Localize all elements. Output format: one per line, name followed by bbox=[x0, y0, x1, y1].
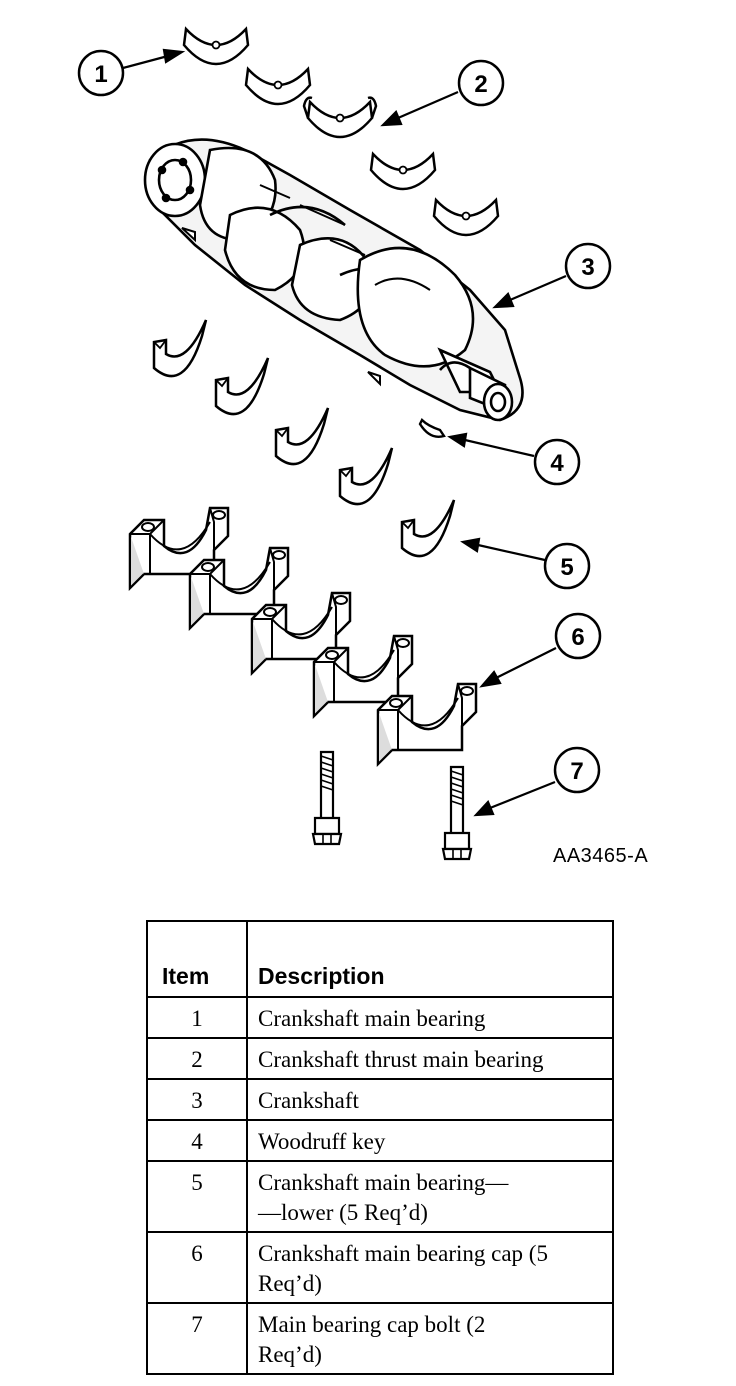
description-line: Req’d) bbox=[258, 1342, 322, 1367]
exploded-diagram: 1 2 3 4 5 6 7 bbox=[77, 27, 612, 861]
upper-bearing-shell bbox=[244, 67, 312, 106]
item-description: Crankshaft bbox=[246, 1078, 614, 1121]
main-bearing-cap-bolt bbox=[311, 750, 343, 846]
table-row: 7 Main bearing cap bolt (2 Req’d) bbox=[146, 1302, 614, 1375]
table-row: 3 Crankshaft bbox=[146, 1078, 614, 1121]
lower-bearing-shell bbox=[152, 318, 208, 378]
svg-text:3: 3 bbox=[581, 254, 594, 281]
item-description: Crankshaft main bearing cap (5 Req’d) bbox=[246, 1231, 614, 1304]
lower-bearing-shell bbox=[274, 406, 330, 466]
item-description: Crankshaft main bearing— —lower (5 Req’d) bbox=[246, 1160, 614, 1233]
description-line: Crankshaft main bearing bbox=[258, 1006, 486, 1031]
upper-bearing-shell bbox=[369, 152, 437, 191]
svg-text:2: 2 bbox=[474, 71, 487, 98]
table-row: 1 Crankshaft main bearing bbox=[146, 996, 614, 1039]
description-line: Crankshaft main bearing— bbox=[258, 1170, 509, 1195]
callout-7: 7 bbox=[553, 746, 601, 794]
item-description: Crankshaft main bearing bbox=[246, 996, 614, 1039]
table-row: 2 Crankshaft thrust main bearing bbox=[146, 1037, 614, 1080]
table-row: 4 Woodruff key bbox=[146, 1119, 614, 1162]
svg-text:6: 6 bbox=[571, 624, 584, 651]
item-description: Main bearing cap bolt (2 Req’d) bbox=[246, 1302, 614, 1375]
table-header-row: Item Description bbox=[146, 920, 614, 998]
item-number: 4 bbox=[146, 1119, 248, 1162]
header-item: Item bbox=[146, 920, 248, 998]
svg-text:4: 4 bbox=[550, 450, 564, 477]
callout-1: 1 bbox=[77, 49, 125, 97]
figure-code: AA3465-A bbox=[553, 845, 649, 867]
svg-text:1: 1 bbox=[94, 61, 107, 88]
description-line: —lower (5 Req’d) bbox=[258, 1200, 428, 1225]
item-number: 5 bbox=[146, 1160, 248, 1233]
lower-bearing-shell bbox=[338, 446, 394, 506]
svg-text:7: 7 bbox=[570, 758, 583, 785]
callout-4: 4 bbox=[533, 438, 581, 486]
item-number: 7 bbox=[146, 1302, 248, 1375]
item-description: Crankshaft thrust main bearing bbox=[246, 1037, 614, 1080]
description-line: Req’d) bbox=[258, 1271, 322, 1296]
table-row: 6 Crankshaft main bearing cap (5 Req’d) bbox=[146, 1231, 614, 1304]
callout-5: 5 bbox=[543, 542, 591, 590]
callout-2: 2 bbox=[457, 59, 505, 107]
lower-bearing-shell bbox=[214, 356, 270, 416]
description-line: Crankshaft thrust main bearing bbox=[258, 1047, 544, 1072]
upper-bearing-shell bbox=[182, 27, 250, 66]
description-line: Crankshaft main bearing cap (5 bbox=[258, 1241, 548, 1266]
main-bearing-cap-bolt bbox=[441, 765, 473, 861]
main-bearing-cap bbox=[376, 682, 478, 766]
item-description: Woodruff key bbox=[246, 1119, 614, 1162]
thrust-bearing-shell bbox=[302, 96, 378, 139]
leader-arrows bbox=[122, 48, 567, 817]
crankshaft bbox=[143, 138, 524, 422]
description-line: Woodruff key bbox=[258, 1129, 386, 1154]
description-line: Crankshaft bbox=[258, 1088, 359, 1113]
item-number: 2 bbox=[146, 1037, 248, 1080]
svg-text:5: 5 bbox=[560, 554, 573, 581]
callout-6: 6 bbox=[554, 612, 602, 660]
item-number: 3 bbox=[146, 1078, 248, 1121]
callout-3: 3 bbox=[564, 242, 612, 290]
item-number: 6 bbox=[146, 1231, 248, 1304]
description-line: Main bearing cap bolt (2 bbox=[258, 1312, 486, 1337]
header-description: Description bbox=[246, 920, 614, 998]
upper-bearing-shell bbox=[432, 198, 500, 237]
woodruff-key bbox=[418, 417, 446, 438]
table-row: 5 Crankshaft main bearing— —lower (5 Req’d… bbox=[146, 1160, 614, 1233]
item-number: 1 bbox=[146, 996, 248, 1039]
lower-bearing-shell bbox=[400, 498, 456, 558]
